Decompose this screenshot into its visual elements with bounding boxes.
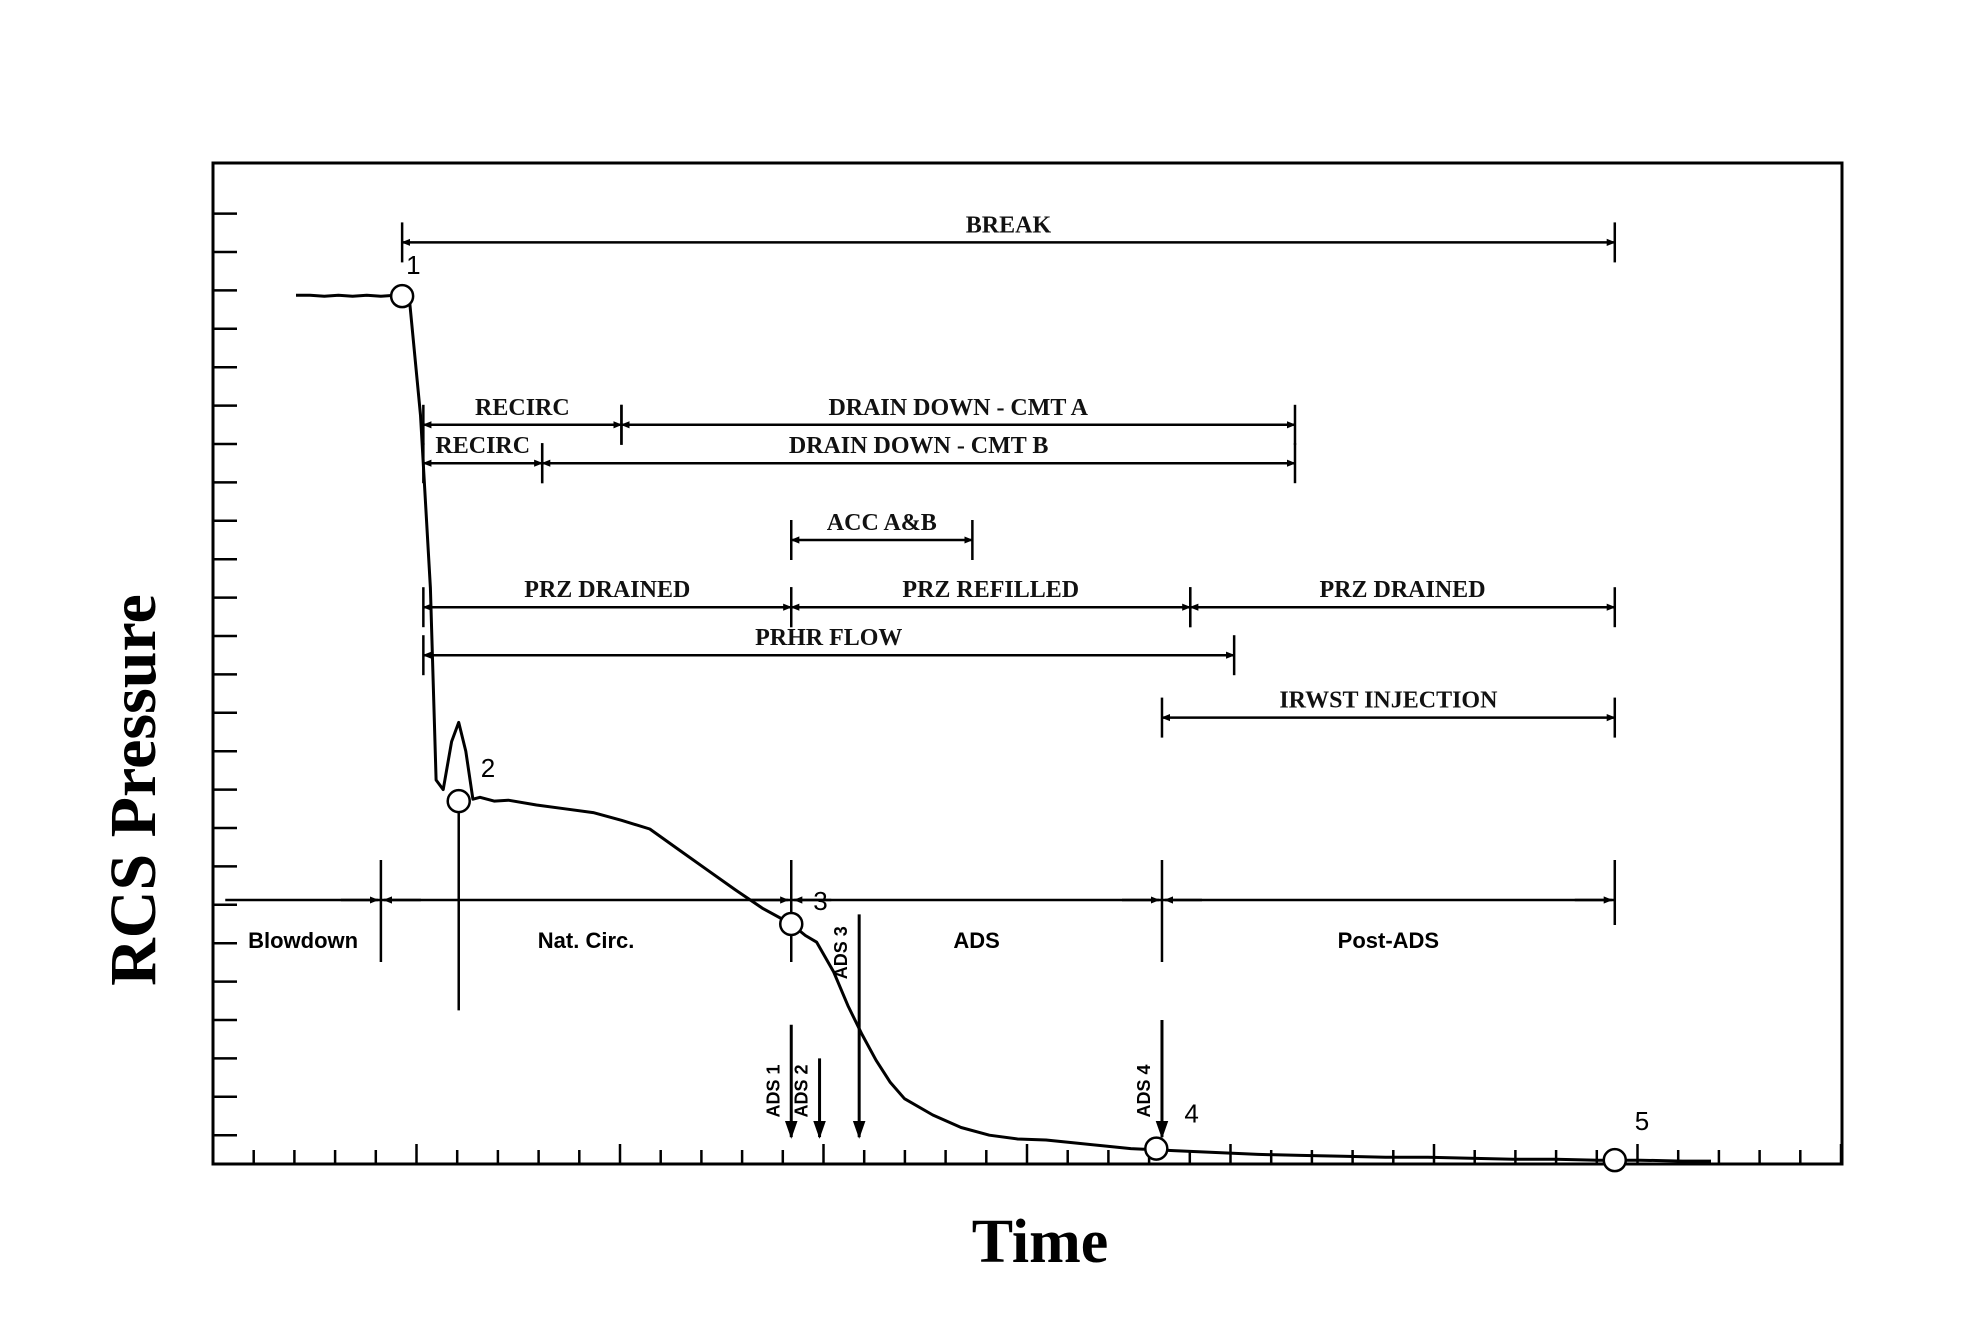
event-bar-label: PRZ DRAINED xyxy=(1320,577,1486,603)
phase-bars: Blowdown Nat. Circ. ADS Post-ADS xyxy=(225,801,1617,1011)
marker-circle xyxy=(1144,1136,1169,1161)
event-bar-label: PRHR FLOW xyxy=(755,625,902,651)
marker-number: 5 xyxy=(1635,1106,1649,1136)
marker-number: 4 xyxy=(1184,1099,1198,1129)
event-bar-label: DRAIN DOWN - CMT B xyxy=(789,433,1049,459)
marker-circle xyxy=(389,283,415,309)
ads-label: ADS 4 xyxy=(1134,1065,1154,1118)
y-axis-ticks xyxy=(213,212,237,1137)
marker-circle xyxy=(779,911,804,937)
ads-arrows: ADS 1 ADS 2 ADS 3 ADS 4 xyxy=(763,914,1169,1139)
event-bar-label: DRAIN DOWN - CMT A xyxy=(828,395,1088,421)
event-bar-label: BREAK xyxy=(966,212,1052,238)
ads-label: ADS 2 xyxy=(792,1065,812,1118)
markers: 1 2 3 4 5 xyxy=(389,250,1649,1173)
ads-label: ADS 3 xyxy=(831,926,851,979)
event-bar-label: PRZ REFILLED xyxy=(902,577,1079,603)
marker-number: 2 xyxy=(481,753,495,783)
phase-label: Post-ADS xyxy=(1338,928,1439,953)
marker-number: 1 xyxy=(406,250,420,280)
phase-label: Nat. Circ. xyxy=(538,928,635,953)
ads-label: ADS 1 xyxy=(763,1065,783,1118)
event-bar-label: RECIRC xyxy=(435,433,530,459)
phase-label: ADS xyxy=(953,928,999,953)
marker-circle xyxy=(446,788,471,814)
plot-frame xyxy=(211,161,1844,1166)
event-bar-label: RECIRC xyxy=(475,395,570,421)
marker-number: 3 xyxy=(813,886,827,916)
y-axis-title: RCS Pressure xyxy=(97,594,170,986)
event-bar-label: PRZ DRAINED xyxy=(524,577,690,603)
event-bars: BREAK RECIRC DRAIN DOWN - CMT A RECIRC DRAIN… xyxy=(400,212,1617,738)
event-bar-label: ACC A&B xyxy=(827,510,937,536)
event-bar-label: IRWST INJECTION xyxy=(1279,688,1498,714)
marker-circle xyxy=(1602,1147,1628,1173)
phase-label: Blowdown xyxy=(248,928,358,953)
x-axis-title: Time xyxy=(972,1208,1109,1276)
